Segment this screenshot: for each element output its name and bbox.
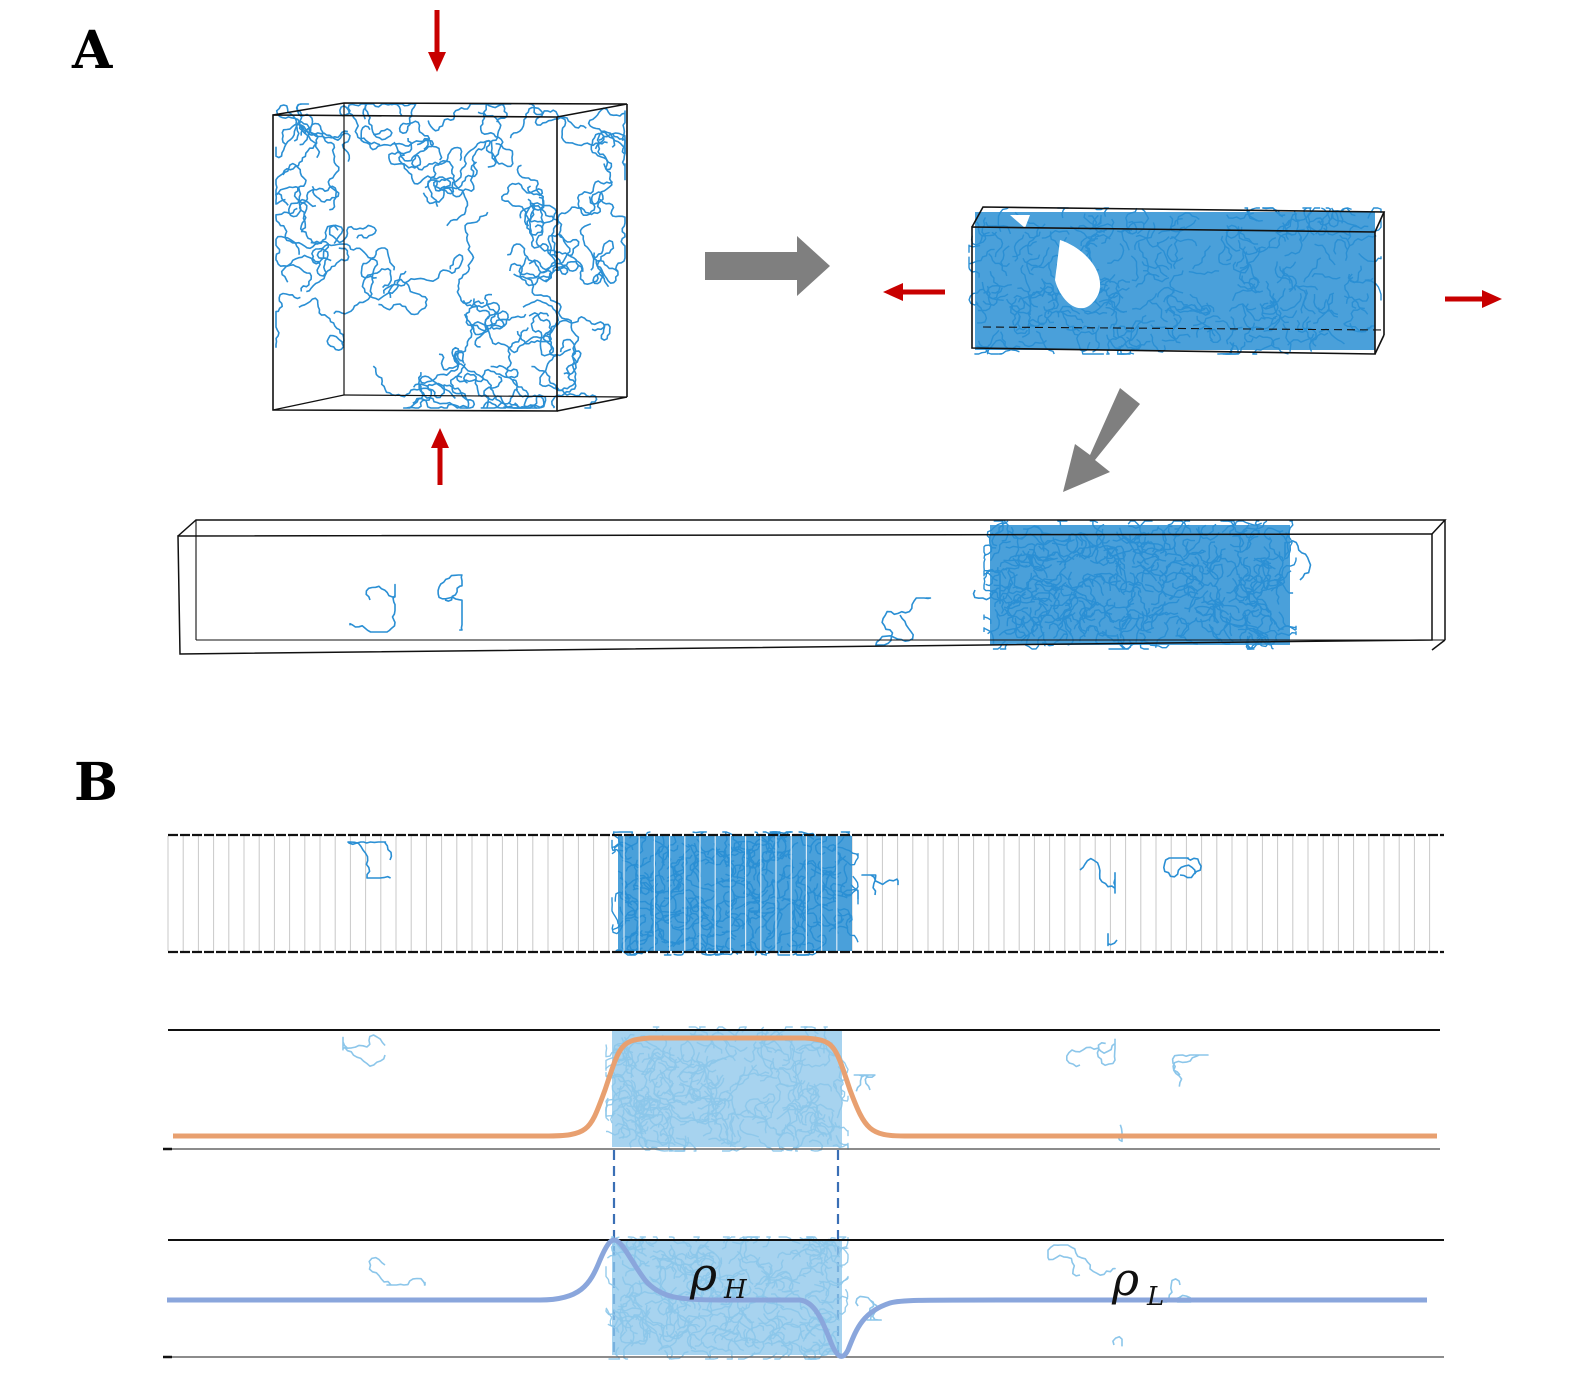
- rho-h-symbol: ρ: [689, 1247, 717, 1301]
- panel-label-a: A: [72, 20, 113, 81]
- density-profile-curve: [173, 1035, 1437, 1139]
- long-box-particle-slab: [349, 520, 1312, 650]
- long-simulation-box: [177, 519, 1447, 655]
- rho-l-symbol: ρ: [1111, 1252, 1139, 1306]
- arrow-down-icon: [428, 10, 446, 72]
- density-profile-panel: [163, 1026, 1440, 1152]
- pressure-faded-particles: [368, 1236, 1193, 1360]
- slab-particle-band: [347, 831, 1202, 956]
- cubic-simulation-box: [272, 102, 628, 412]
- density-faded-particles: [342, 1026, 1209, 1152]
- rho-h-subscript: H: [723, 1275, 748, 1305]
- binned-slab: [167, 831, 1444, 956]
- arrow-up-icon: [431, 428, 449, 485]
- cube-particle-cluster: [275, 103, 626, 409]
- elongated-simulation-box: [968, 206, 1386, 355]
- panel-label-b: B: [74, 752, 118, 813]
- process-arrow-right-icon: [705, 236, 830, 296]
- pressure-profile-panel: ρ H ρ L: [163, 1236, 1444, 1360]
- process-arrow-down-left-icon: [1063, 388, 1140, 492]
- arrow-right-icon: [1445, 290, 1502, 308]
- pressure-profile-curve: [167, 1237, 1427, 1359]
- rho-l-subscript: L: [1146, 1282, 1164, 1312]
- arrow-left-icon: [883, 283, 945, 301]
